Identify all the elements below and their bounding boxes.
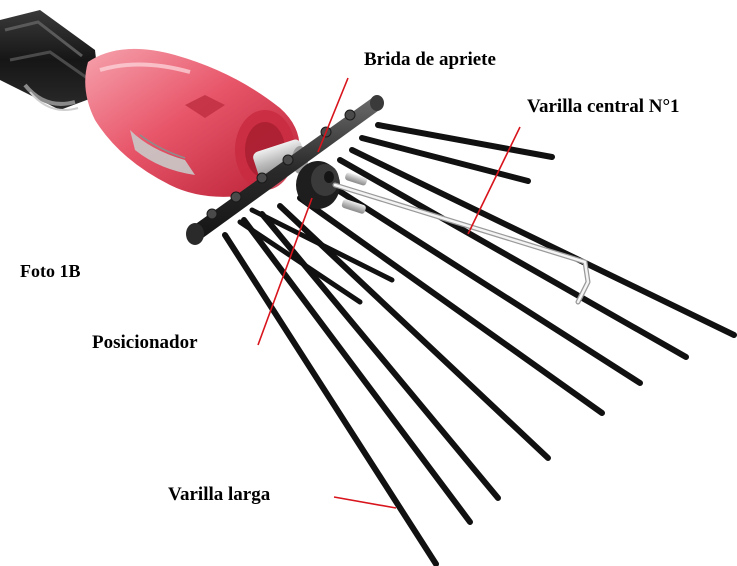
bolt-4	[283, 155, 293, 165]
bolt-2	[231, 192, 241, 202]
photo-label: Foto 1B	[20, 262, 81, 280]
positioner-label: Posicionador	[92, 333, 198, 352]
long-rod-label: Varilla larga	[168, 485, 270, 504]
handle-grip	[0, 10, 100, 110]
rod-9	[244, 220, 470, 522]
rod-6	[300, 198, 602, 413]
rod-3	[352, 150, 734, 335]
rod-1	[378, 125, 552, 157]
callout-varilla-larga	[334, 497, 396, 508]
rod-4	[340, 160, 686, 357]
central-rod-label: Varilla central N°1	[527, 97, 680, 116]
rod-2	[362, 138, 528, 181]
bolt-6	[345, 110, 355, 120]
clamp-flange-label: Brida de apriete	[364, 50, 496, 69]
bolt-1	[207, 209, 217, 219]
bolt-3	[257, 173, 267, 183]
